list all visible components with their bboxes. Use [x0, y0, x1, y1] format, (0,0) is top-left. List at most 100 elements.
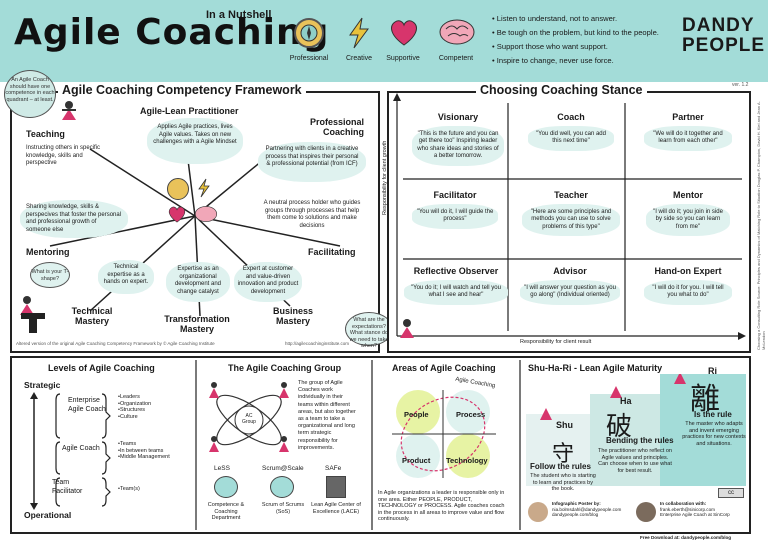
lightning-icon — [196, 178, 212, 198]
level-item: Organization — [118, 401, 151, 408]
download-link[interactable]: Free Download at: dandypeople.com/blog — [640, 535, 732, 540]
stance-name: Advisor — [553, 266, 587, 276]
mentoring-text: Sharing knowledge, skills & perspecives … — [20, 200, 128, 238]
nutshell-label: In a Nutshell — [206, 9, 272, 21]
principle-item: Be tough on the problem, but kind to the… — [492, 26, 659, 40]
poster-site[interactable]: dandypeople.com/blog — [552, 512, 599, 518]
transformation-text: Expertise as an organizational developme… — [166, 262, 230, 302]
ac-group-diagram — [209, 382, 289, 452]
professional-title: Professional Coaching — [309, 117, 364, 137]
person-icon — [60, 100, 78, 129]
facilitating-title: Facilitating — [308, 247, 356, 257]
mentoring-title: Mentoring — [26, 247, 70, 257]
collab-email[interactable]: frank.eberth@sinicorp.com — [660, 506, 715, 512]
area-process: Process — [456, 410, 486, 419]
strategic-label: Strategic — [24, 380, 61, 390]
stance-name: Visionary — [437, 112, 479, 122]
version-label: ver. 1.2 — [732, 82, 749, 88]
poster-by-label: Infographic Poster by: — [552, 501, 601, 506]
lightning-icon — [344, 16, 374, 50]
level-item: Structures — [118, 407, 151, 414]
level-item: Teams — [118, 441, 170, 448]
bottom-dividers — [195, 360, 521, 530]
tshape-note: What is your T-shape? — [30, 262, 70, 288]
y-axis-label: Responsibility for client growth — [382, 140, 388, 215]
less-icon — [214, 476, 238, 498]
stance-quote: "I will do it; you join in side by side … — [646, 203, 730, 237]
level-item: Leaders — [118, 394, 151, 401]
stance-quote: "You will do it, I will guide the proces… — [412, 203, 498, 229]
poster-email[interactable]: nia.bolmsdahl@dandypeople.com — [552, 506, 622, 512]
icon-label-supportive: Supportive — [386, 55, 420, 62]
teaching-text: Instructing others in specific knowledge… — [26, 145, 101, 167]
stance-quote: "We will do it together and learn from e… — [644, 125, 732, 151]
safe-icon — [326, 476, 346, 498]
levels-brackets — [101, 393, 111, 507]
collab-role: Enterprise Agile Coach at SinCorp — [660, 512, 730, 518]
icon-label-creative: Creative — [345, 55, 373, 62]
levels-axis — [30, 392, 61, 510]
stance-source-credit: Choosing a Consulting Role Source: Princ… — [756, 101, 766, 350]
stance-quote: "You do it; I will watch and tell you wh… — [404, 279, 508, 305]
stance-name: Partner — [672, 112, 704, 122]
brain-icon — [194, 204, 218, 224]
level-item: In between teams — [118, 448, 170, 455]
ri-label: Ri — [708, 366, 717, 376]
person-icon — [18, 295, 36, 324]
competency-footer-link[interactable]: http://agilecoachinginstitute.com — [285, 341, 350, 346]
facilitating-text: A neutral process holder who guides grou… — [263, 200, 361, 229]
dandy-people-logo: DANDY PEOPLE — [682, 16, 765, 56]
shu-text: The student who is starting to learn and… — [530, 473, 596, 493]
t-shape-icon — [20, 312, 46, 334]
scrum-caption: Scrum of Scrums (SoS) — [261, 502, 305, 515]
icon-label-competent: Competent — [438, 55, 474, 62]
stance-quote: "You did well, you can add this next tim… — [528, 125, 614, 151]
teaching-title: Teaching — [26, 129, 65, 139]
stance-name: Facilitator — [433, 190, 477, 200]
level-item: Middle Management — [118, 454, 170, 461]
author-avatar — [528, 502, 548, 522]
ha-kanji: 破 — [606, 412, 633, 442]
transformation-title: Transformation Mastery — [164, 314, 230, 334]
less-caption: Competence & Coaching Department — [207, 502, 245, 522]
stance-grid — [393, 93, 746, 340]
logo-line1: DANDY — [682, 15, 755, 36]
framework-scrum-at-scale: Scrum@Scale — [262, 465, 304, 472]
scrum-icon — [270, 476, 294, 498]
stance-title: Choosing Coaching Stance — [476, 83, 647, 97]
area-product: Product — [402, 456, 431, 465]
brain-icon — [438, 17, 476, 47]
principle-item: Support those who want support. — [492, 40, 659, 54]
stance-facilitator: Facilitator "You will do it, I will guid… — [412, 190, 498, 229]
shu-label: Shu — [556, 420, 573, 430]
page-title: Agile Coaching — [14, 12, 330, 53]
stance-visionary: Visionary "This is the future and you ca… — [412, 112, 504, 166]
stance-name: Hand-on Expert — [654, 266, 722, 276]
stance-mentor: Mentor "I will do it; you join in side b… — [646, 191, 730, 237]
enterprise-items: Leaders Organization Structures Culture — [118, 394, 151, 420]
team-facilitator-items: Team(s) — [118, 486, 140, 493]
stance-advisor: Advisor "I will answer your question as … — [520, 266, 620, 305]
business-text: Expert at customer and value-driven inno… — [234, 262, 302, 302]
cc-license-icon: cc — [718, 488, 744, 498]
stance-name: Teacher — [554, 190, 588, 200]
level-enterprise-name: Enterprise Agile Coach — [68, 397, 106, 413]
stance-name: Reflective Observer — [413, 266, 499, 276]
technical-title: Technical Mastery — [71, 306, 113, 326]
collaborator-avatar — [636, 502, 656, 522]
competency-title: Agile Coaching Competency Framework — [58, 83, 306, 97]
level-item: Team(s) — [118, 486, 140, 493]
shu-name: Follow the rules — [530, 462, 591, 471]
level-item: Culture — [118, 414, 151, 421]
expectations-note: What are the expectations? What stance d… — [345, 312, 393, 349]
practitioner-title: Agile-Lean Practitioner — [140, 106, 239, 116]
stance-partner: Partner "We will do it together and lear… — [644, 112, 732, 151]
level-agile-coach-name: Agile Coach — [62, 445, 100, 452]
x-axis-label: Responsibility for client result — [520, 339, 592, 345]
side-note: An Agile Coach should have one competenc… — [4, 70, 56, 118]
principle-item: Inspire to change, never use force. — [492, 54, 659, 68]
stance-reflective-observer: Reflective Observer "You do it; I will w… — [404, 266, 508, 305]
framework-safe: SAFe — [325, 465, 342, 472]
ri-text: The master who adapts and invent emergin… — [682, 421, 746, 447]
areas-diagram — [392, 390, 496, 478]
